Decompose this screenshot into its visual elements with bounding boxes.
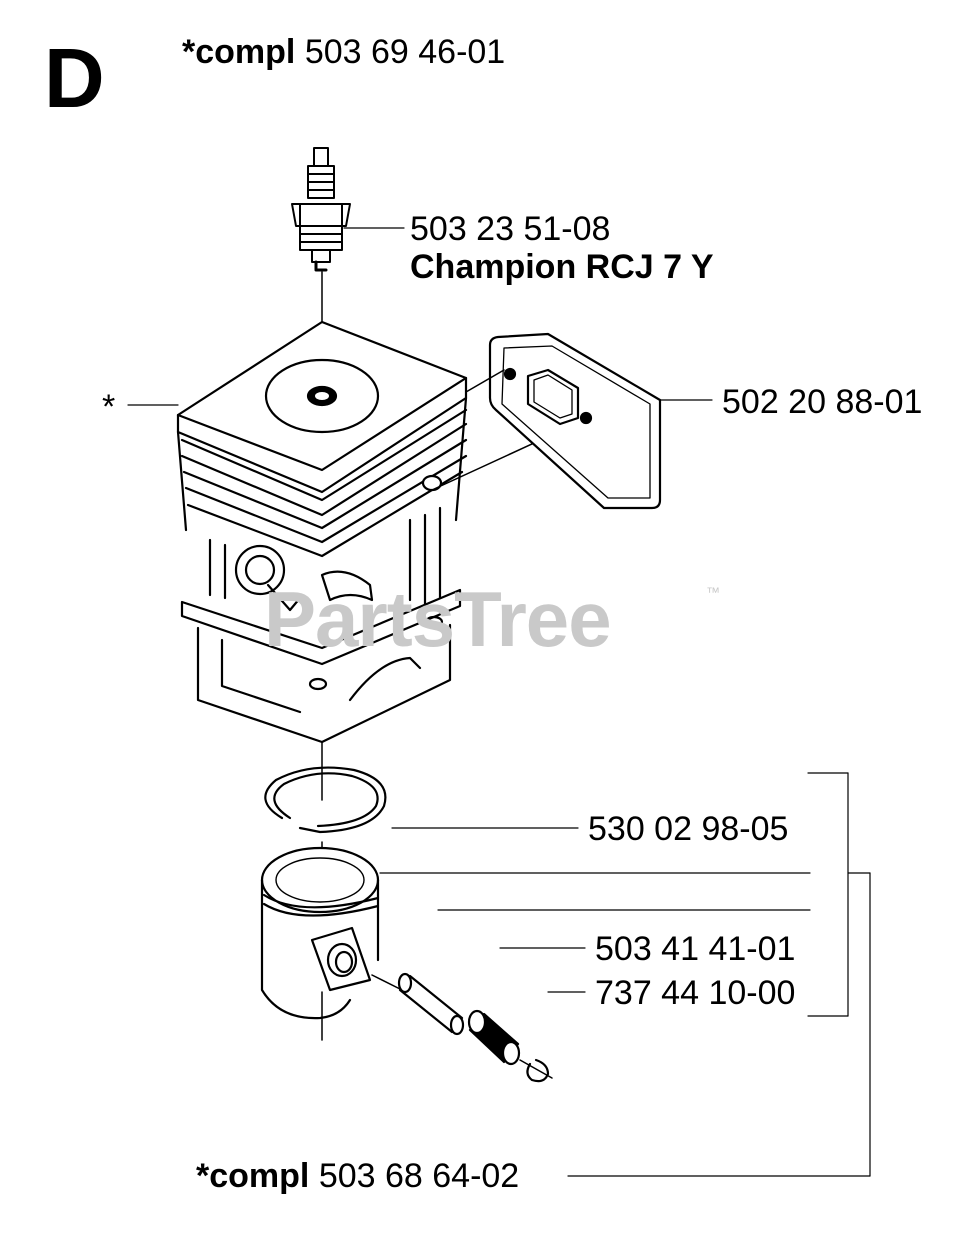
piston-ring — [264, 766, 387, 834]
cylinder-marker: * — [102, 388, 116, 426]
section-letter: D — [44, 31, 105, 125]
exhaust-gasket — [465, 332, 662, 510]
footer-part-number: 503 68 64-02 — [318, 1157, 520, 1195]
piston-ring-part-number: 530 02 98-05 — [588, 810, 789, 848]
circlip — [526, 1058, 550, 1083]
piston-pin-part-number: 503 41 41-01 — [595, 930, 796, 968]
circlip-part-number: 737 44 10-00 — [595, 974, 796, 1012]
spark-plug-note: Champion RCJ 7 Y — [410, 248, 714, 286]
header-part-number: 503 69 46-01 — [304, 33, 506, 71]
header-assembly-label: *compl 503 69 46-01 — [182, 35, 505, 69]
footer-compl-prefix: *compl — [196, 1157, 310, 1195]
needle-bearing — [467, 1009, 521, 1066]
watermark: PartsTree — [264, 575, 612, 663]
watermark-tm: ™ — [706, 584, 720, 600]
footer-assembly-label: *compl 503 68 64-02 — [196, 1159, 519, 1193]
header-compl-prefix: *compl — [182, 33, 296, 71]
gasket-part-number: 502 20 88-01 — [722, 383, 923, 421]
piston-pin — [397, 972, 465, 1036]
spark-plug — [291, 147, 351, 272]
leader-lines — [127, 227, 871, 1177]
spark-plug-part-number: 503 23 51-08 — [410, 210, 611, 248]
cylinder — [176, 320, 585, 744]
piston — [260, 846, 380, 1020]
